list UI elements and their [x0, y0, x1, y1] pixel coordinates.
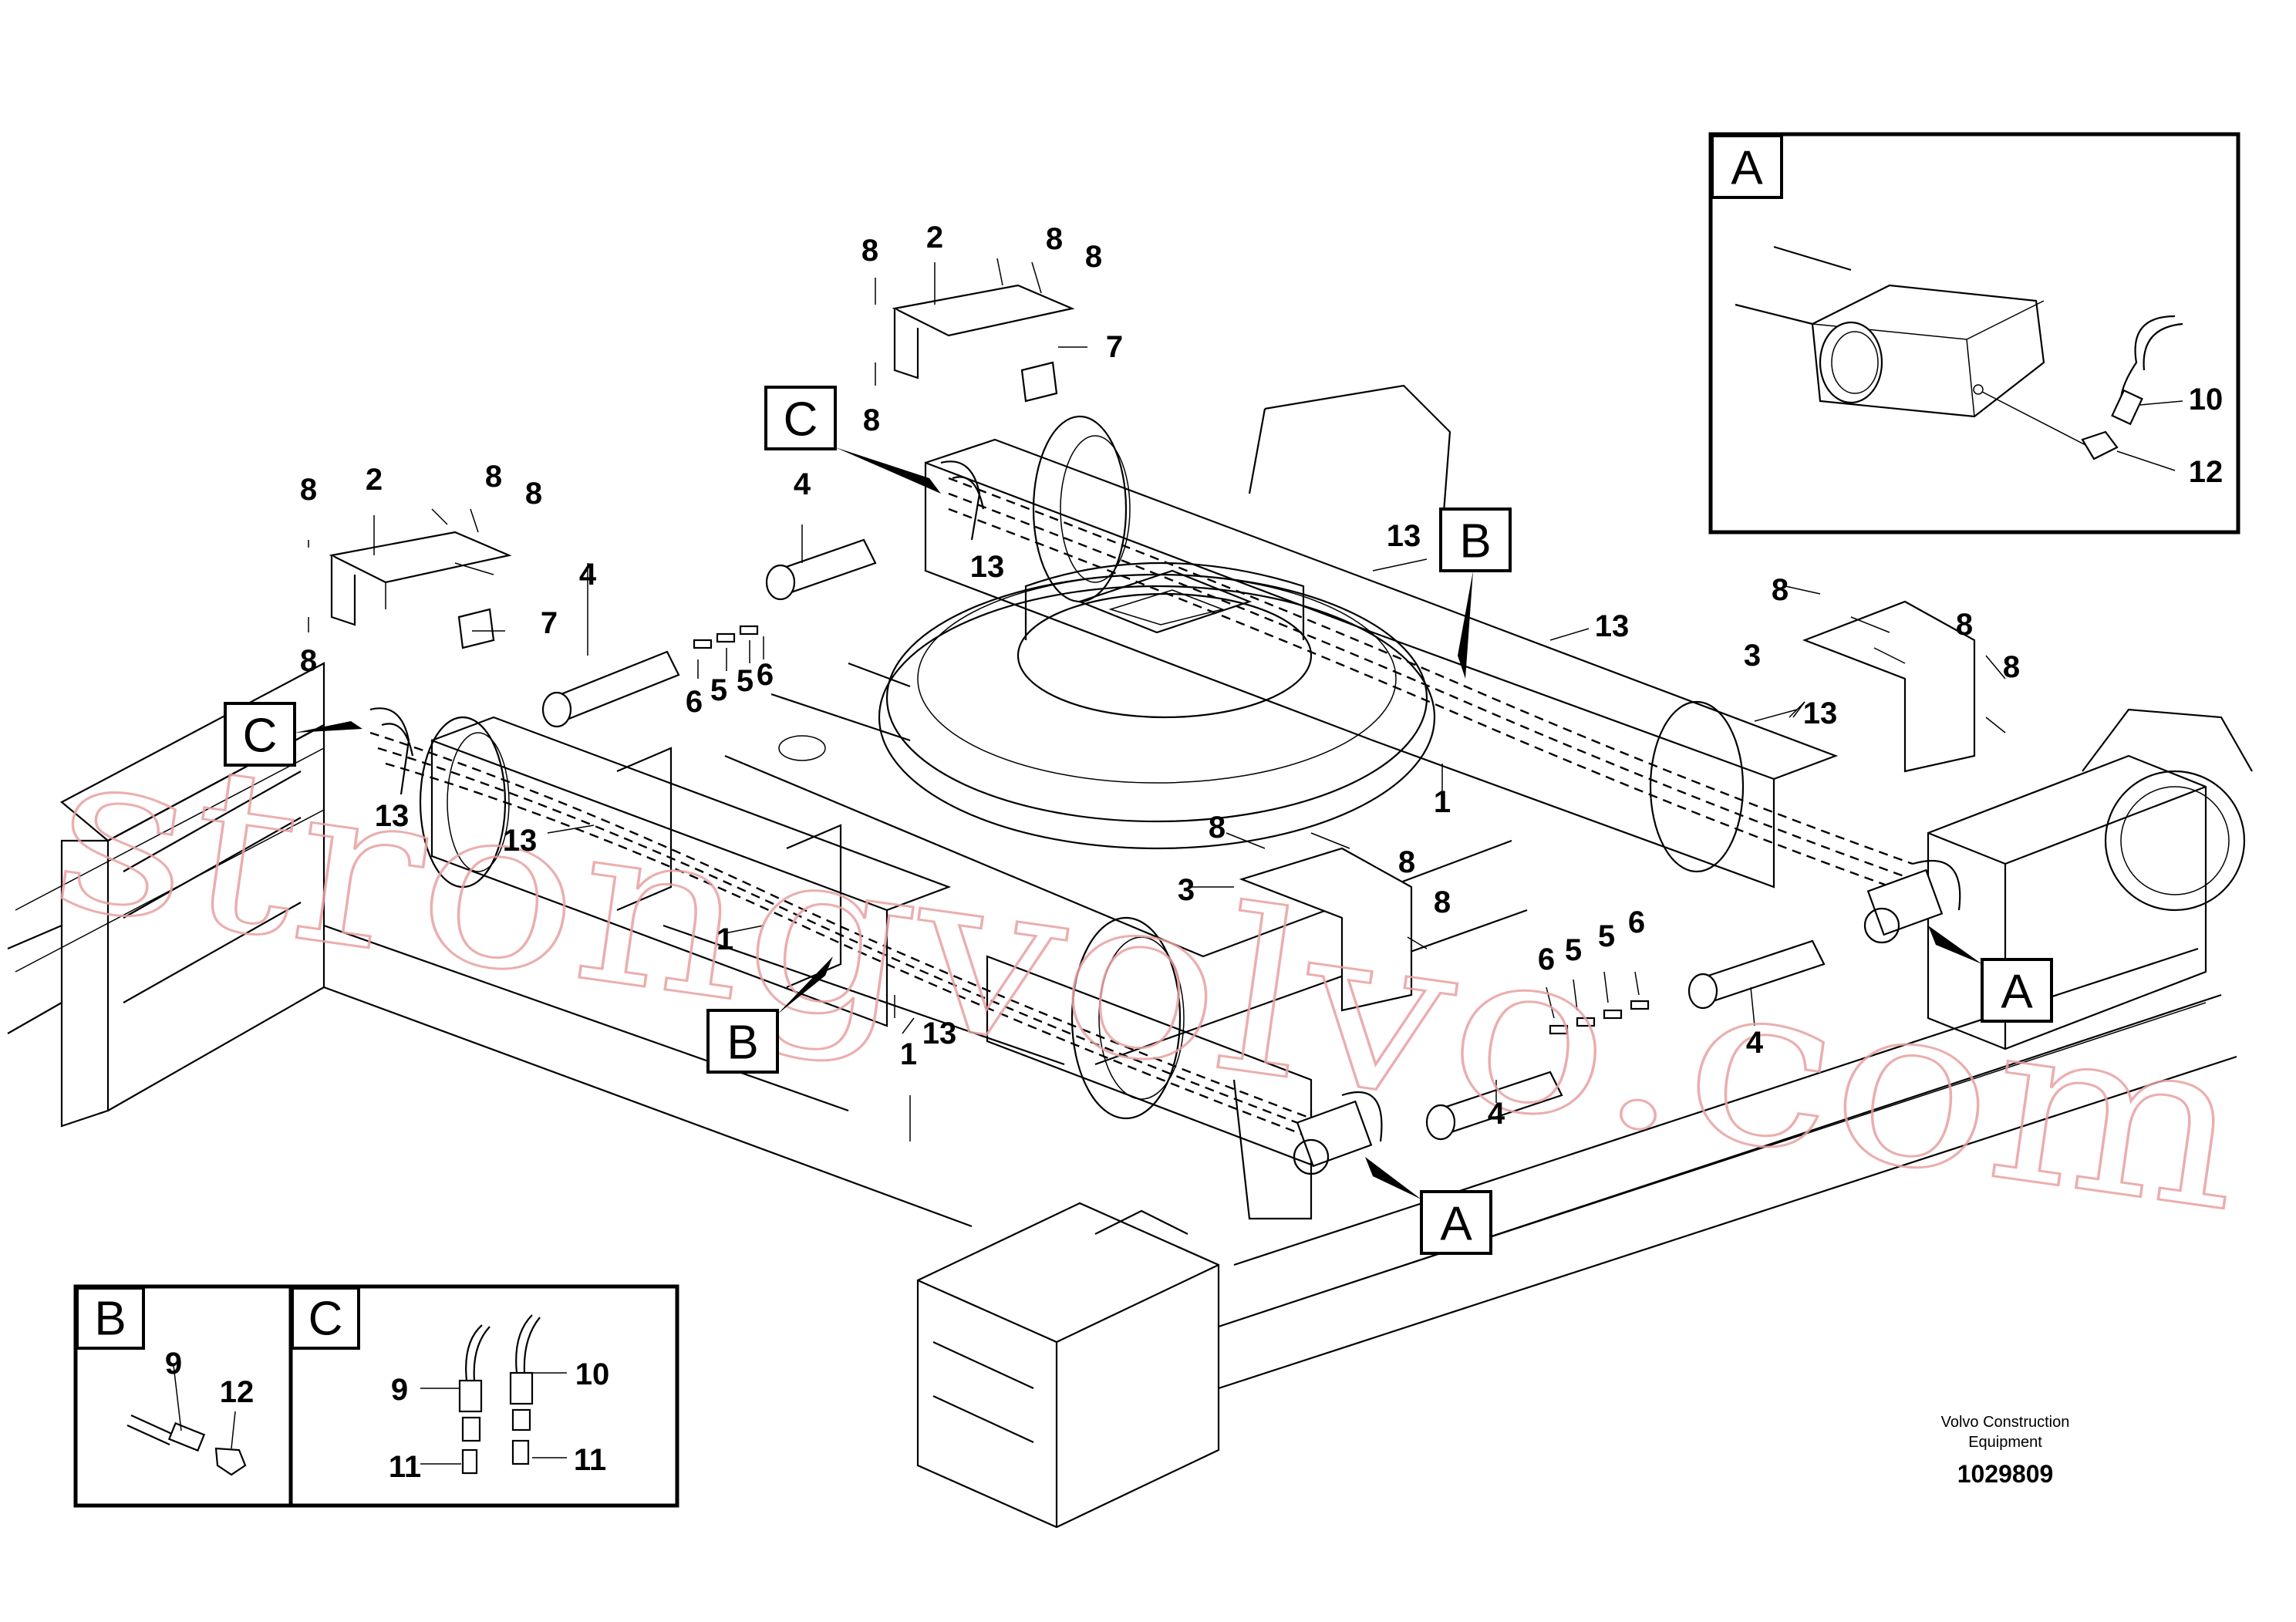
part-label: 8 — [2003, 650, 2020, 684]
part-label: 4 — [1746, 1026, 1764, 1060]
drawing-number: 1029809 — [1957, 1460, 2054, 1488]
svg-text:A: A — [2001, 966, 2033, 1019]
plate-part-7-top — [1020, 361, 1058, 403]
plate-part-7-left — [457, 608, 495, 649]
part-label: 8 — [300, 473, 317, 507]
leader-lines — [308, 258, 2006, 1141]
callout-tag-c-left: C — [224, 702, 362, 767]
part-label: 3 — [1744, 639, 1761, 673]
svg-text:B: B — [1459, 515, 1491, 568]
svg-text:B: B — [727, 1017, 758, 1070]
part-label: 2 — [926, 221, 943, 255]
part-label: 13 — [922, 1017, 957, 1050]
part-label: 1 — [900, 1037, 917, 1071]
loose-parts — [329, 284, 1976, 1141]
detail-b-title: B — [94, 1293, 126, 1346]
detail-view-a: A 10 12 — [1708, 132, 2240, 534]
callout-tag-b-top: B — [1439, 508, 1512, 679]
part-label: 10 — [575, 1357, 610, 1391]
part-label: 10 — [2189, 383, 2224, 416]
part-label: 7 — [541, 606, 558, 640]
part-label: 5 — [1598, 919, 1615, 953]
bracket-part-2-top — [892, 284, 1075, 337]
part-label: 1 — [716, 922, 733, 956]
part-label: 1 — [1434, 785, 1451, 819]
part-label: 8 — [485, 460, 502, 494]
footer-company-line1: Volvo Construction — [1941, 1414, 2070, 1431]
part-label: 6 — [1628, 905, 1645, 939]
part-label: 6 — [1538, 943, 1555, 976]
part-label: 8 — [1085, 240, 1102, 274]
part-label: 9 — [391, 1373, 408, 1407]
part-label: 13 — [503, 824, 538, 858]
part-label: 13 — [970, 550, 1005, 584]
part-label: 5 — [1565, 933, 1582, 967]
callout-tag-a-right: A — [1928, 926, 2053, 1023]
callout-tag-a-lower: A — [1365, 1157, 1492, 1255]
part-label: 6 — [757, 658, 774, 692]
part-label: 8 — [1434, 885, 1451, 919]
part-label: 9 — [165, 1347, 182, 1381]
bracket-part-2-left — [329, 531, 512, 584]
part-label: 8 — [525, 477, 542, 511]
detail-view-b-c: B 9 12 C 9 10 11 11 — [73, 1284, 679, 1508]
part-label: 11 — [574, 1443, 606, 1477]
part-label: 13 — [375, 799, 410, 833]
drawing-footer: Volvo Construction Equipment 1029809 — [1941, 1414, 2070, 1488]
callout-tags: C C B B A A — [224, 386, 2053, 1255]
part-label: 4 — [794, 467, 811, 501]
part-label: 2 — [366, 463, 383, 497]
part-label: 13 — [1387, 519, 1421, 553]
part-label: 5 — [710, 673, 727, 707]
part-label: 7 — [1106, 330, 1123, 364]
part-number-labels: 8 2 8 8 8 7 4 6 5 5 6 8 2 8 8 8 7 4 13 1… — [300, 221, 2020, 1131]
part-label: 13 — [1803, 696, 1838, 730]
footer-company-line2: Equipment — [1968, 1434, 2042, 1451]
part-label: 8 — [1209, 811, 1226, 845]
part-label: 11 — [389, 1450, 421, 1484]
part-label: 8 — [1398, 845, 1415, 879]
bracket-part-3-right — [1802, 600, 1976, 773]
part-label: 8 — [863, 403, 880, 437]
part-label: 8 — [300, 644, 317, 678]
part-label: 5 — [737, 664, 754, 698]
detail-c-title: C — [308, 1293, 343, 1346]
part-label: 8 — [1046, 222, 1063, 256]
detail-a-title: A — [1731, 142, 1763, 195]
part-label: 8 — [1956, 608, 1973, 642]
part-label: 8 — [861, 234, 878, 268]
undercarriage-drawing — [7, 384, 2253, 1529]
part-label: 12 — [220, 1375, 255, 1409]
callout-tag-c-top: C — [764, 386, 941, 494]
svg-text:C: C — [784, 393, 818, 447]
svg-text:A: A — [1440, 1198, 1472, 1251]
callout-tag-b-lower: B — [706, 956, 833, 1074]
part-label: 12 — [2189, 455, 2224, 489]
part-label: 3 — [1178, 873, 1195, 907]
part-label: 6 — [686, 685, 703, 719]
part-label: 8 — [1772, 573, 1789, 607]
part-label: 4 — [1488, 1097, 1505, 1131]
part-label: 13 — [1595, 609, 1630, 643]
part-label: 4 — [579, 558, 597, 592]
svg-text:C: C — [243, 710, 278, 763]
